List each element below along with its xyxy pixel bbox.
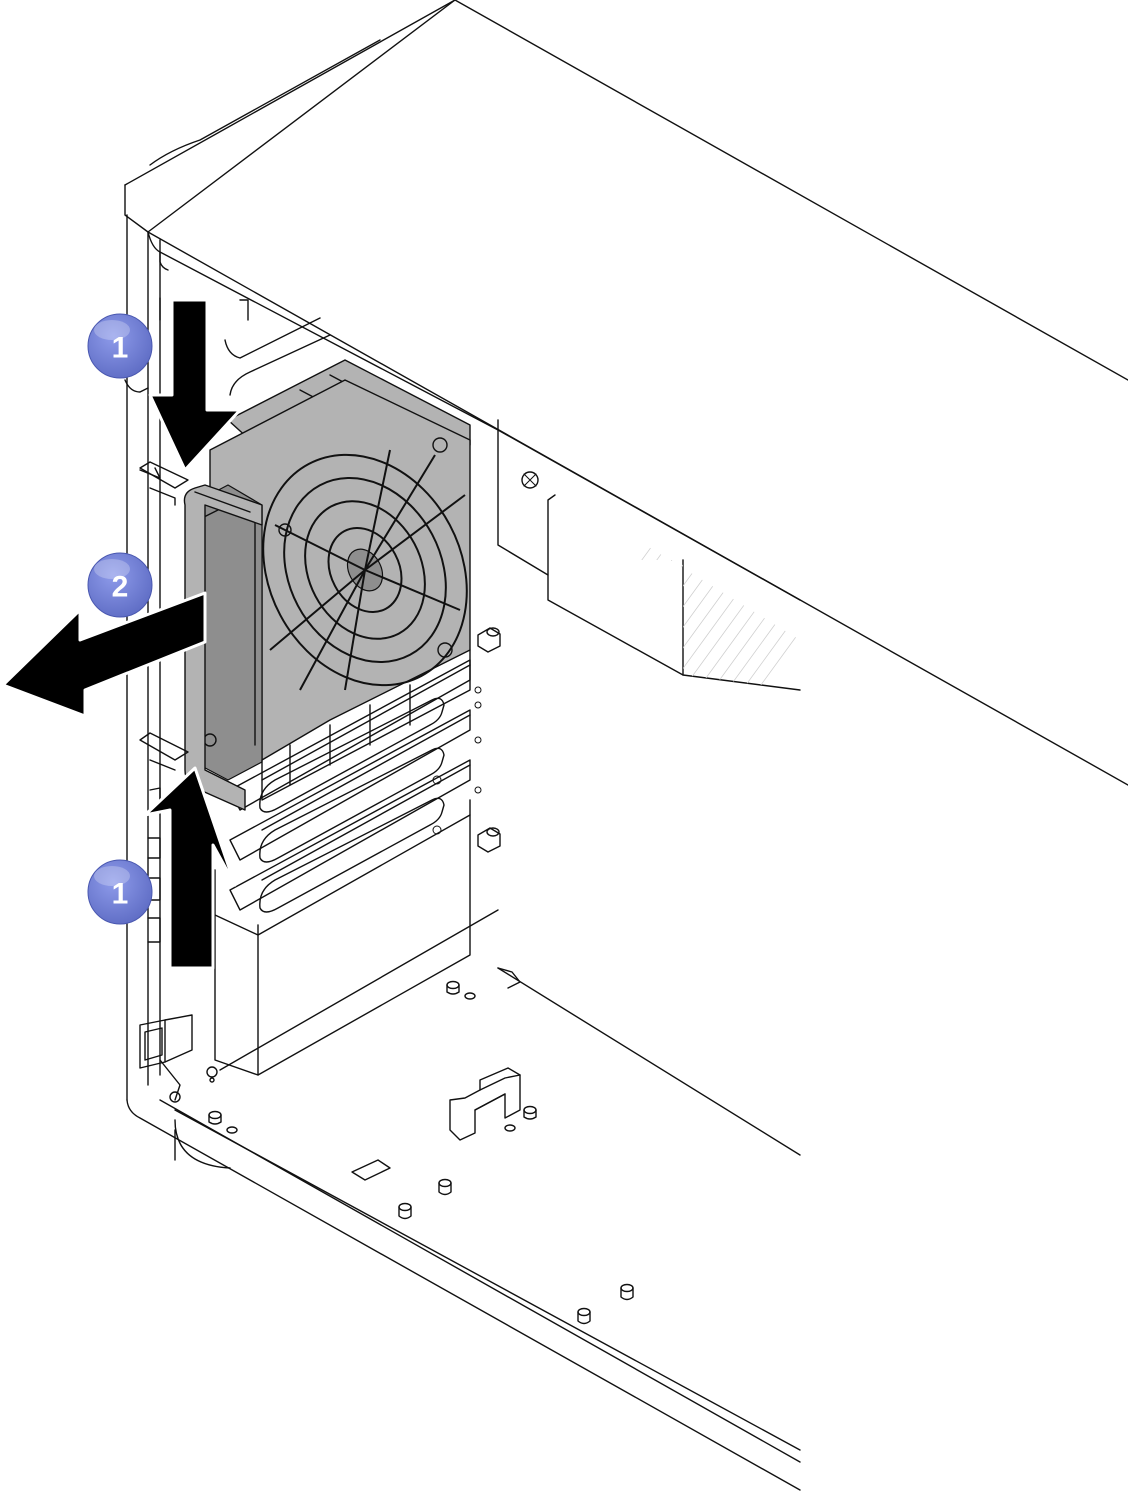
power-button [139,1014,193,1069]
thumbscrew-lower [477,827,501,853]
fan-grille [262,449,468,691]
callout-step-2: 2 [87,552,153,618]
floor-standoffs [208,967,634,1325]
callout-step-1-bottom: 1 [87,859,153,925]
arrow-press-top: down-arrow-icon [148,298,242,472]
thumbscrew-upper [477,627,501,653]
psu-hatch [548,485,800,690]
psu-screw [521,471,539,489]
front-panel-details [124,239,218,1103]
callout-step-1-top: 1 [87,313,153,379]
arrow-pull-out: pull-out-arrow-icon [1,591,207,718]
callout-label: 1 [112,332,129,365]
system-fan [139,359,471,811]
cable-clip [449,1067,521,1141]
arrow-press-bottom: up-arrow-icon [143,766,237,970]
callout-label: 2 [112,571,129,604]
callout-label: 1 [112,878,129,911]
